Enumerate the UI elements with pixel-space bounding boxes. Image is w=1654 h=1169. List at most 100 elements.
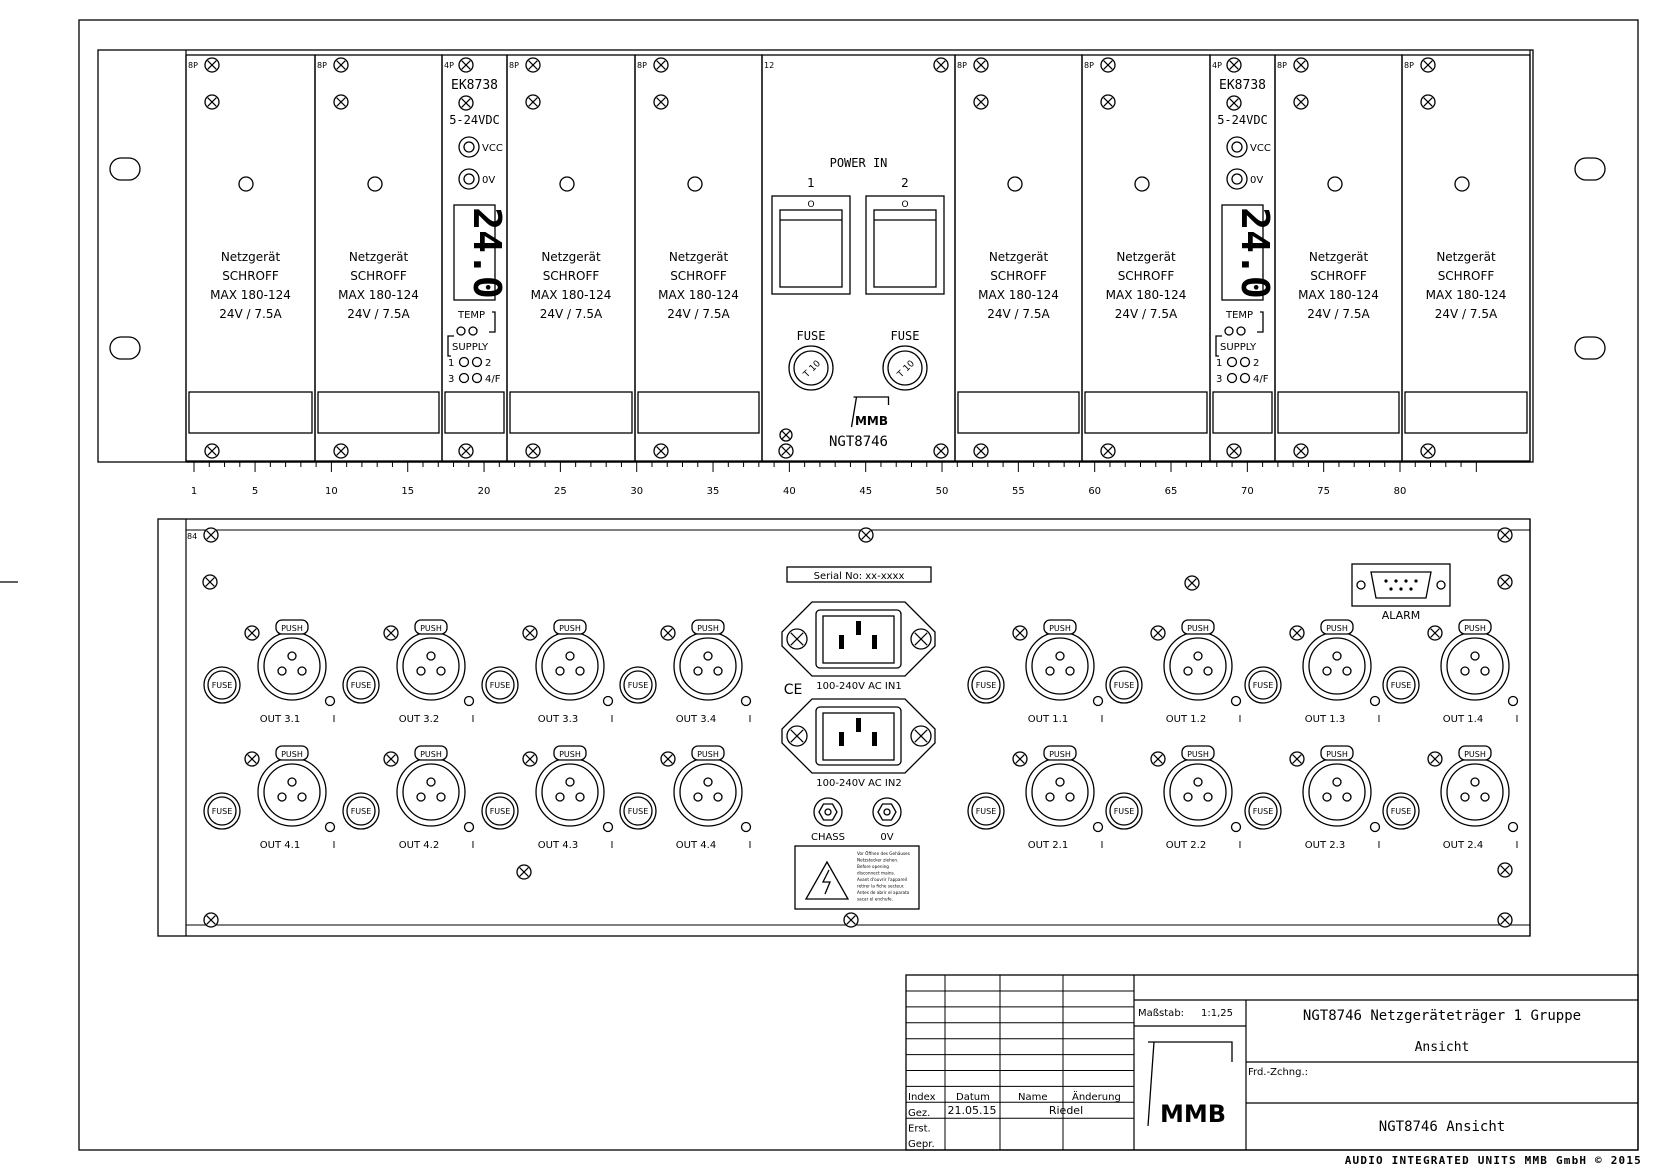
xlr-output-connector[interactable]: PUSH <box>522 745 614 833</box>
fuse-holder-icon[interactable]: FUSE <box>967 792 1005 830</box>
fuse-holder-icon[interactable]: FUSE <box>1382 666 1420 704</box>
xlr-output-connector[interactable]: PUSH <box>1289 619 1381 707</box>
screw-icon <box>458 57 474 73</box>
xlr-output-connector[interactable]: PUSH <box>660 745 752 833</box>
push-latch-button[interactable]: PUSH <box>275 745 309 761</box>
push-latch-button[interactable]: PUSH <box>1181 745 1215 761</box>
push-label: PUSH <box>1187 750 1209 759</box>
screw-icon <box>1289 625 1305 641</box>
ac-in1-label: 100-240V AC IN1 <box>816 681 901 692</box>
power-switch[interactable]: O <box>771 195 851 295</box>
chassis-ground-label: CHASS <box>811 832 845 843</box>
push-latch-button[interactable]: PUSH <box>275 619 309 635</box>
fuse-holder-icon[interactable]: FUSE <box>481 666 519 704</box>
polarity-mark: I <box>611 714 614 725</box>
xlr-output-connector[interactable]: PUSH <box>660 619 752 707</box>
push-latch-button[interactable]: PUSH <box>1458 745 1492 761</box>
push-latch-button[interactable]: PUSH <box>1043 745 1077 761</box>
push-label: PUSH <box>1049 750 1071 759</box>
screw-icon <box>1427 751 1443 767</box>
screw-icon <box>204 57 220 73</box>
fuse-holder-icon[interactable]: FUSE <box>1244 792 1282 830</box>
xlr-output-connector[interactable]: PUSH <box>522 619 614 707</box>
screw-icon <box>973 94 989 110</box>
label-strip <box>444 391 505 434</box>
psu-label-line: SCHROFF <box>990 269 1047 283</box>
scale-value: 1:1,25 <box>1201 1008 1233 1019</box>
xlr-output-connector[interactable]: PUSH <box>1427 619 1519 707</box>
output-label: OUT 4.4 <box>676 840 716 851</box>
xlr-output-connector[interactable]: PUSH <box>1289 745 1381 833</box>
psu-label-line: 24V / 7.5A <box>540 307 603 321</box>
fuse-holder-icon[interactable]: FUSE <box>1105 792 1143 830</box>
scale-tick-label: 35 <box>707 486 720 497</box>
alarm-label: ALARM <box>1382 609 1421 622</box>
fuse-holder-icon[interactable]: FUSE <box>342 792 380 830</box>
monitor-model: EK8738 <box>1219 78 1266 93</box>
fuse-holder-icon[interactable]: FUSE <box>619 792 657 830</box>
fuse-holder-icon[interactable]: T 10 <box>788 345 834 391</box>
screw-icon <box>1497 527 1513 543</box>
push-latch-button[interactable]: PUSH <box>1181 619 1215 635</box>
output-label: OUT 4.2 <box>399 840 439 851</box>
push-latch-button[interactable]: PUSH <box>553 745 587 761</box>
alarm-dsub-connector[interactable] <box>1351 563 1451 607</box>
xlr-output-connector[interactable]: PUSH <box>1012 619 1104 707</box>
fuse-holder-icon[interactable]: FUSE <box>1244 666 1282 704</box>
push-latch-button[interactable]: PUSH <box>414 745 448 761</box>
fuse-label: FUSE <box>1253 807 1274 816</box>
push-latch-button[interactable]: PUSH <box>691 745 725 761</box>
push-latch-button[interactable]: PUSH <box>691 619 725 635</box>
ac-inlet-1[interactable] <box>781 601 936 677</box>
screw-icon <box>333 443 349 459</box>
polarity-mark: I <box>1239 840 1242 851</box>
push-latch-button[interactable]: PUSH <box>1458 619 1492 635</box>
fuse-holder-icon[interactable]: T 10 <box>882 345 928 391</box>
slot-tag: 4P <box>444 61 454 70</box>
fuse-holder-icon[interactable]: FUSE <box>481 792 519 830</box>
xlr-output-connector[interactable]: PUSH <box>1150 745 1242 833</box>
binding-post-icon[interactable] <box>813 797 843 827</box>
xlr-output-connector[interactable]: PUSH <box>1150 619 1242 707</box>
xlr-output-connector[interactable]: PUSH <box>383 619 475 707</box>
xlr-output-connector[interactable]: PUSH <box>1012 745 1104 833</box>
fuse-holder-icon[interactable]: FUSE <box>342 666 380 704</box>
screw-icon <box>1427 625 1443 641</box>
scale-tick-label: 5 <box>252 486 258 497</box>
xlr-output-connector[interactable]: PUSH <box>1427 745 1519 833</box>
psu-label-line: MAX 180-124 <box>658 288 739 302</box>
push-latch-button[interactable]: PUSH <box>414 619 448 635</box>
binding-post-icon[interactable] <box>872 797 902 827</box>
psu-label-line: 24V / 7.5A <box>347 307 410 321</box>
push-latch-button[interactable]: PUSH <box>1043 619 1077 635</box>
fuse-holder-icon[interactable]: FUSE <box>619 666 657 704</box>
xlr-output-connector[interactable]: PUSH <box>383 745 475 833</box>
fuse-holder-icon[interactable]: FUSE <box>203 792 241 830</box>
led-indicator <box>1007 176 1023 192</box>
fuse-holder-icon[interactable]: FUSE <box>1382 792 1420 830</box>
screw-icon <box>1226 443 1242 459</box>
label-strip <box>1277 391 1400 434</box>
ac-inlet-2[interactable] <box>781 698 936 774</box>
screw-icon <box>933 57 949 73</box>
push-latch-button[interactable]: PUSH <box>1320 619 1354 635</box>
mmb-logo: MMB <box>850 396 890 428</box>
push-latch-button[interactable]: PUSH <box>553 619 587 635</box>
xlr-output-connector[interactable]: PUSH <box>244 619 336 707</box>
fuse-holder-icon[interactable]: FUSE <box>203 666 241 704</box>
switch-mark: O <box>901 200 908 210</box>
power-switch[interactable]: O <box>865 195 945 295</box>
xlr-output-connector[interactable]: PUSH <box>244 745 336 833</box>
fuse-holder-icon[interactable]: FUSE <box>1105 666 1143 704</box>
screw-icon <box>1293 443 1309 459</box>
scale-tick-label: 40 <box>783 486 796 497</box>
push-label: PUSH <box>1464 624 1486 633</box>
fuse-holder-icon[interactable]: FUSE <box>967 666 1005 704</box>
fuse-label: FUSE <box>351 807 372 816</box>
warning-text-line: Netzstecker ziehen. <box>857 858 898 863</box>
push-latch-button[interactable]: PUSH <box>1320 745 1354 761</box>
scale-tick-label: 75 <box>1317 486 1330 497</box>
supply-label: SUPPLY <box>1220 342 1257 353</box>
screw-icon <box>843 912 859 928</box>
